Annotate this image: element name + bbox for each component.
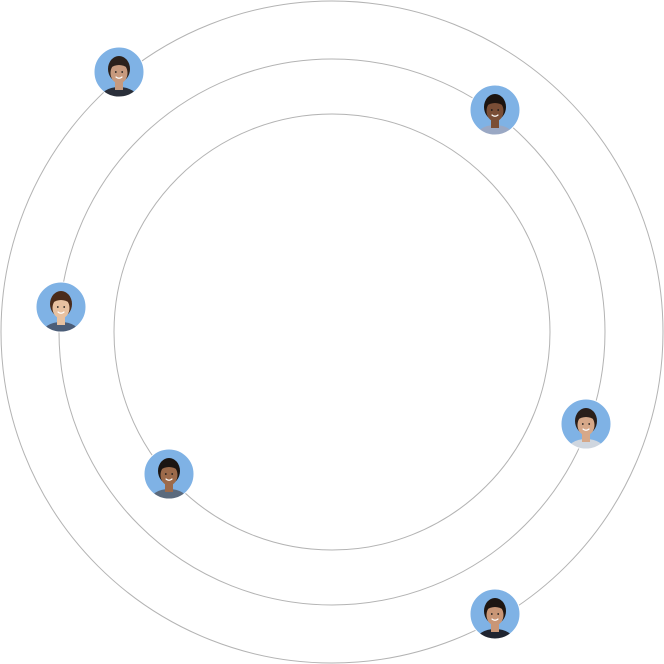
eye [115,71,117,73]
shirt [42,322,80,346]
eye [491,613,493,615]
avatar-young-man-lower-left[interactable] [144,449,194,513]
shirt [100,87,138,111]
shirt [476,125,514,149]
eye [165,473,167,475]
eye [497,613,499,615]
eye [582,423,584,425]
middle-ring [59,59,605,605]
eye [588,423,590,425]
eye [57,306,59,308]
avatar-man-beard-right[interactable] [561,399,611,463]
eye [171,473,173,475]
shirt [150,489,188,513]
avatar-woman-braids-top-right[interactable] [470,85,520,149]
shirt [476,629,514,653]
eye [491,109,493,111]
avatar-man-suit-top-left[interactable] [94,47,144,111]
eye [63,306,65,308]
avatar-woman-bottom-right[interactable] [470,589,520,653]
avatar-layer [36,47,611,653]
eye [497,109,499,111]
shirt [567,439,605,463]
avatar-woman-long-hair-left[interactable] [36,282,86,346]
eye [121,71,123,73]
